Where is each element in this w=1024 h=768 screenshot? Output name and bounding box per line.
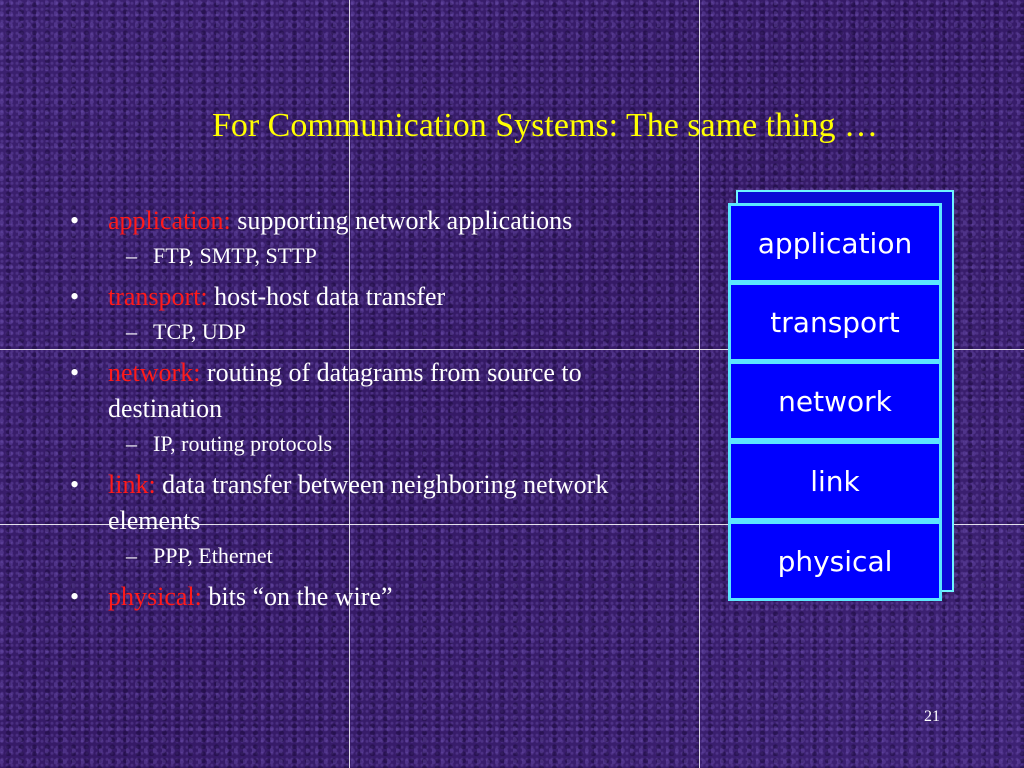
sub-bullet-item: PPP, Ethernet — [70, 541, 670, 571]
layer-application: application — [728, 203, 942, 283]
grid-line-horizontal — [0, 349, 1024, 350]
layer-physical: physical — [728, 521, 942, 601]
bullet-item: network: routing of datagrams from sourc… — [70, 355, 670, 427]
sub-bullet-item: FTP, SMTP, STTP — [70, 241, 670, 271]
sub-bullet-item: IP, routing protocols — [70, 429, 670, 459]
slide-title: For Communication Systems: The same thin… — [211, 107, 879, 144]
layer-transport: transport — [728, 282, 942, 362]
bullet-text: supporting network applications — [230, 206, 573, 235]
bullet-text: data transfer between neighboring networ… — [108, 470, 609, 535]
bullet-term: link: — [108, 470, 156, 499]
bullet-item: transport: host-host data transfer — [70, 279, 670, 315]
bullet-term: application: — [108, 206, 231, 235]
grid-line-vertical — [699, 0, 700, 768]
layer-link: link — [728, 441, 942, 521]
bullet-term: transport: — [108, 282, 208, 311]
layer-network: network — [728, 361, 942, 441]
bullet-text: bits “on the wire” — [201, 582, 393, 611]
bullet-item: physical: bits “on the wire” — [70, 579, 670, 615]
protocol-stack: application transport network link physi… — [728, 203, 942, 601]
bullet-item: application: supporting network applicat… — [70, 203, 670, 239]
page-number: 21 — [924, 708, 940, 725]
bullet-list: application: supporting network applicat… — [70, 203, 670, 617]
bullet-item: link: data transfer between neighboring … — [70, 467, 670, 539]
bullet-term: network: — [108, 358, 201, 387]
sub-bullet-item: TCP, UDP — [70, 317, 670, 347]
bullet-text: host-host data transfer — [207, 282, 446, 311]
bullet-term: physical: — [108, 582, 202, 611]
bullet-text: routing of datagrams from source to dest… — [108, 358, 582, 423]
